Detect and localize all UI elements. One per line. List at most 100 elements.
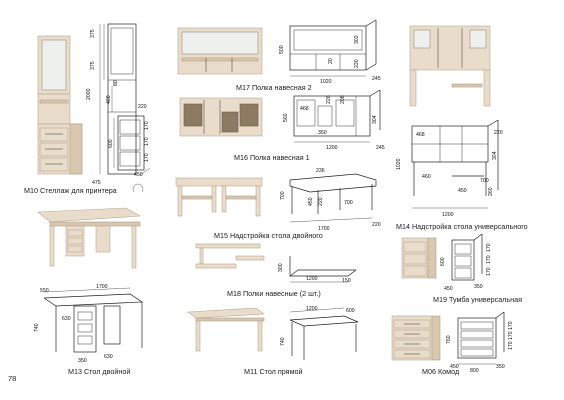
m15-dim-2: 450 [308,197,314,206]
m06-dim-4: 450 [450,364,459,370]
m10-dim-11: 450 [134,172,143,178]
m06-dim-1: 170 [508,321,514,330]
rotate-icon [132,183,144,193]
m16-dim-0: 560 [283,113,289,122]
m16-dim-3: 208 [340,95,346,104]
m19-dim-4: 450 [444,286,453,292]
m17-dim-0: 500 [279,45,285,54]
m17-dim-2: 20 [328,58,334,64]
caption-m18: M18 Полки навесные (2 шт.) [227,289,321,298]
m16-dim-4: 304 [372,115,378,124]
m14-dim-2: 1020 [396,158,402,170]
page-number: 78 [8,374,17,383]
m10-dim-3: 80 [113,80,119,86]
caption-m06: M06 Комод [422,367,460,376]
m15-dim-0: 236 [316,168,325,174]
m13-dim-0: 1700 [96,284,108,290]
m15-drawing: 236 700 450 220 700 1700 220 [280,168,381,232]
m13-render [37,207,142,269]
m17-dim-5: 245 [372,76,381,82]
m06-dim-0: 760 [446,335,452,344]
m13-dim-5: 630 [104,354,113,360]
m13-dim-1: 550 [40,288,49,294]
m17-drawing: 500 302 20 220 1020 245 [279,19,381,85]
m15-render [175,177,263,217]
caption-m15: M15 Надстройка стола двойного [214,231,323,240]
m10-dim-8: 170 [144,137,150,146]
caption-m10: M10 Стеллаж для принтера [24,186,117,195]
m06-drawing: 760 170 170 170 450 800 350 [446,311,514,374]
m16-drawing: 560 468 226 208 304 350 1200 245 [283,89,385,151]
m18-render [195,243,265,269]
m19-dim-3: 170 [486,267,492,276]
m13-drawing: 1700 550 740 630 350 630 [34,284,144,364]
m19-render [401,237,437,279]
caption-m17: M17 Полка навесная 2 [236,83,312,92]
caption-m13: M13 Стол двойной [68,367,131,376]
m15-dim-1: 700 [280,191,286,200]
m06-dim-6: 350 [496,364,505,370]
m13-dim-2: 740 [34,323,40,332]
m14-dim-3: 304 [492,151,498,160]
m14-dim-7: 260 [488,187,494,196]
m11-drawing: 1200 600 740 [280,306,359,360]
caption-m19: M19 Тумба универсальная [433,295,522,304]
m18-dim-1: 1200 [306,276,318,282]
m06-dim-5: 800 [470,368,479,374]
m14-drawing: 468 220 1020 304 460 450 1200 260 700 [396,119,503,218]
m17-dim-3: 220 [354,59,360,68]
m16-dim-6: 1200 [326,145,338,151]
m17-render [177,27,263,75]
caption-m14: M14 Надстройка стола универсального [396,222,528,231]
m19-dim-0: 600 [440,257,446,266]
m14-dim-0: 468 [416,132,425,138]
m18-dim-0: 300 [278,263,284,272]
m11-dim-2: 740 [280,337,286,346]
m11-render [187,307,265,352]
m19-dim-5: 350 [474,284,483,290]
m18-dim-2: 150 [342,278,351,284]
m10-render [37,35,83,175]
m16-dim-2: 226 [326,95,332,104]
m11-dim-1: 600 [346,308,355,314]
m14-dim-1: 220 [494,130,503,136]
m10-dim-6: 600 [108,139,114,148]
m14-dim-4: 460 [422,174,431,180]
m19-drawing: 600 170 170 170 450 350 [440,233,492,292]
m11-dim-0: 1200 [306,306,318,312]
m10-dim-2: 2000 [86,88,92,100]
caption-m16: M16 Полка навесная 1 [234,153,310,162]
m14-dim-8: 700 [480,178,489,184]
m17-dim-1: 302 [354,35,360,44]
m10-drawing: 375 375 2000 80 400 220 600 170 170 170 … [86,23,151,193]
m17-dim-4: 1020 [320,79,332,85]
m16-dim-1: 468 [300,106,309,112]
m10-dim-10: 475 [92,180,101,186]
m13-dim-4: 350 [78,358,87,364]
m06-render [391,315,441,361]
m06-dim-3: 170 [508,341,514,350]
m06-dim-2: 170 [508,331,514,340]
caption-m11: M11 Стол прямой [244,367,303,376]
m16-dim-5: 350 [318,130,327,136]
m19-dim-1: 170 [486,243,492,252]
m18-drawing: 300 1200 150 [278,256,357,284]
m16-dim-7: 245 [376,145,385,151]
m14-dim-6: 1200 [442,212,454,218]
m10-dim-1: 375 [90,61,96,70]
m15-dim-6: 220 [372,222,381,228]
m14-render [409,25,491,107]
m10-dim-5: 220 [138,104,147,110]
m15-dim-4: 700 [344,200,353,206]
m14-dim-5: 450 [458,188,467,194]
m10-dim-4: 400 [106,95,112,104]
m13-dim-3: 630 [62,316,71,322]
m16-render [179,97,263,137]
m19-dim-2: 170 [486,255,492,264]
m10-dim-7: 170 [144,121,150,130]
m10-dim-9: 170 [144,153,150,162]
m10-dim-0: 375 [90,29,96,38]
m15-dim-5: 1700 [318,226,330,232]
